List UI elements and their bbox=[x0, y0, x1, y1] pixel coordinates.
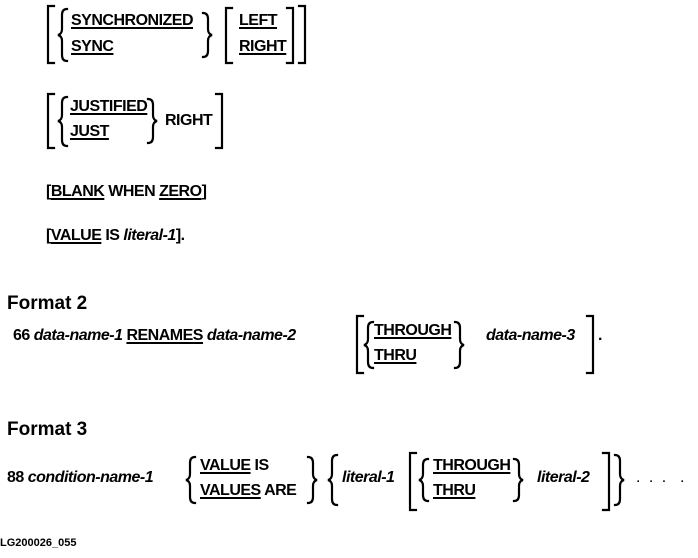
right-square-bracket bbox=[214, 92, 224, 150]
keyword-is: IS bbox=[250, 457, 269, 474]
level-number: 66 bbox=[13, 327, 30, 344]
value-clause: [VALUE IS literal-1]. bbox=[46, 228, 185, 244]
left-square-bracket bbox=[224, 6, 234, 65]
right-square-bracket bbox=[285, 6, 295, 65]
left-square-bracket bbox=[408, 451, 418, 512]
figure-id: LG200026_055 bbox=[0, 537, 77, 549]
data-name-3: data-name-3 bbox=[486, 327, 575, 344]
left-curly-brace bbox=[418, 457, 430, 503]
value-is-option: VALUE IS bbox=[200, 458, 269, 474]
close-bracket: ] bbox=[201, 183, 207, 200]
close-bracket-period: ]. bbox=[175, 227, 185, 244]
period: . bbox=[598, 327, 602, 344]
format-3-heading: Format 3 bbox=[7, 419, 88, 440]
format-2-heading: Format 2 bbox=[7, 293, 88, 314]
keyword-sync: SYNC bbox=[71, 38, 114, 55]
left-curly-brace bbox=[57, 7, 69, 63]
keyword-value: VALUE bbox=[200, 457, 251, 474]
keyword-through: THROUGH bbox=[374, 322, 452, 339]
keyword-zero: ZERO bbox=[159, 183, 202, 200]
ellipsis: . . . bbox=[636, 469, 669, 486]
keyword-renames: RENAMES bbox=[126, 327, 203, 344]
right-square-bracket bbox=[585, 314, 595, 375]
keyword-is: IS bbox=[101, 227, 124, 244]
data-name-2: data-name-2 bbox=[206, 327, 296, 344]
keyword-synchronized: SYNCHRONIZED bbox=[71, 12, 194, 29]
right-square-bracket bbox=[601, 451, 611, 512]
left-square-bracket bbox=[46, 4, 56, 65]
keyword-thru: THRU bbox=[374, 347, 417, 364]
literal-1: literal-1 bbox=[123, 227, 176, 244]
right-curly-brace bbox=[146, 97, 158, 145]
keyword-left: LEFT bbox=[239, 12, 278, 29]
level-number: 88 bbox=[7, 469, 24, 486]
right-curly-brace bbox=[453, 320, 465, 370]
data-name-1: data-name-1 bbox=[33, 327, 123, 344]
open-bracket: [ bbox=[46, 227, 51, 244]
right-curly-brace bbox=[201, 11, 213, 59]
right-curly-brace bbox=[512, 457, 524, 503]
right-square-bracket bbox=[297, 4, 307, 65]
values-are-option: VALUES ARE bbox=[200, 482, 297, 499]
open-bracket: [ bbox=[46, 183, 51, 200]
keyword-right-plain: RIGHT bbox=[165, 112, 213, 129]
literal-2: literal-2 bbox=[537, 469, 590, 486]
left-curly-brace bbox=[57, 95, 69, 148]
keyword-just: JUST bbox=[70, 123, 109, 140]
left-curly-brace bbox=[185, 455, 197, 505]
keyword-thru: THRU bbox=[433, 482, 476, 499]
right-curly-brace bbox=[306, 455, 318, 505]
left-square-bracket bbox=[355, 314, 365, 375]
literal-1: literal-1 bbox=[342, 469, 395, 486]
keyword-values: VALUES bbox=[200, 482, 261, 499]
blank-when-zero-clause: [BLANK WHEN ZERO] bbox=[46, 183, 207, 200]
format-2-line: 66 data-name-1 RENAMES data-name-2 bbox=[13, 328, 296, 344]
left-square-bracket bbox=[46, 92, 56, 150]
keyword-justified: JUSTIFIED bbox=[70, 98, 148, 115]
keyword-value: VALUE bbox=[50, 227, 102, 244]
condition-name-1: condition-name-1 bbox=[27, 469, 154, 486]
keyword-when: WHEN bbox=[104, 183, 160, 200]
ellipsis-tail: . bbox=[680, 469, 684, 486]
keyword-through: THROUGH bbox=[433, 457, 511, 474]
left-curly-brace bbox=[363, 320, 375, 370]
keyword-blank: BLANK bbox=[50, 183, 105, 200]
format-3-line: 88 condition-name-1 bbox=[7, 469, 154, 486]
keyword-right: RIGHT bbox=[239, 38, 287, 55]
left-curly-brace bbox=[327, 453, 339, 507]
keyword-are: ARE bbox=[260, 482, 297, 499]
right-curly-brace bbox=[613, 453, 625, 507]
